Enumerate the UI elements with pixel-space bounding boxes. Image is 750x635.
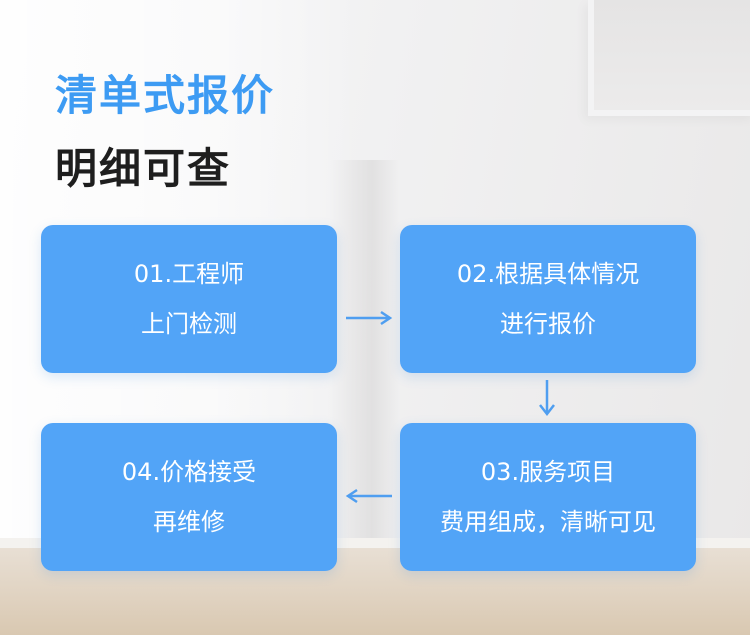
arrow-down-icon [539,380,555,417]
step-3-title: 03.服务项目 [480,458,616,486]
headline-primary: 清单式报价 [55,71,276,120]
step-4-title: 04.价格接受 [121,458,257,486]
step-2-title: 02.根据具体情况 [456,260,640,288]
step-card-3: 03.服务项目 费用组成，清晰可见 [400,423,696,571]
step-1-title: 01.工程师 [133,260,245,288]
step-1-subtitle: 上门检测 [141,310,237,338]
step-3-subtitle: 费用组成，清晰可见 [440,508,656,536]
arrow-right-icon [346,310,393,326]
headline-secondary: 明细可查 [55,144,232,193]
step-4-subtitle: 再维修 [153,508,225,536]
background-picture-frame [588,0,750,116]
background-wall-shadow [330,160,400,580]
step-card-1: 01.工程师 上门检测 [41,225,337,373]
step-card-2: 02.根据具体情况 进行报价 [400,225,696,373]
step-2-subtitle: 进行报价 [500,310,596,338]
step-card-4: 04.价格接受 再维修 [41,423,337,571]
arrow-left-icon [345,488,392,504]
